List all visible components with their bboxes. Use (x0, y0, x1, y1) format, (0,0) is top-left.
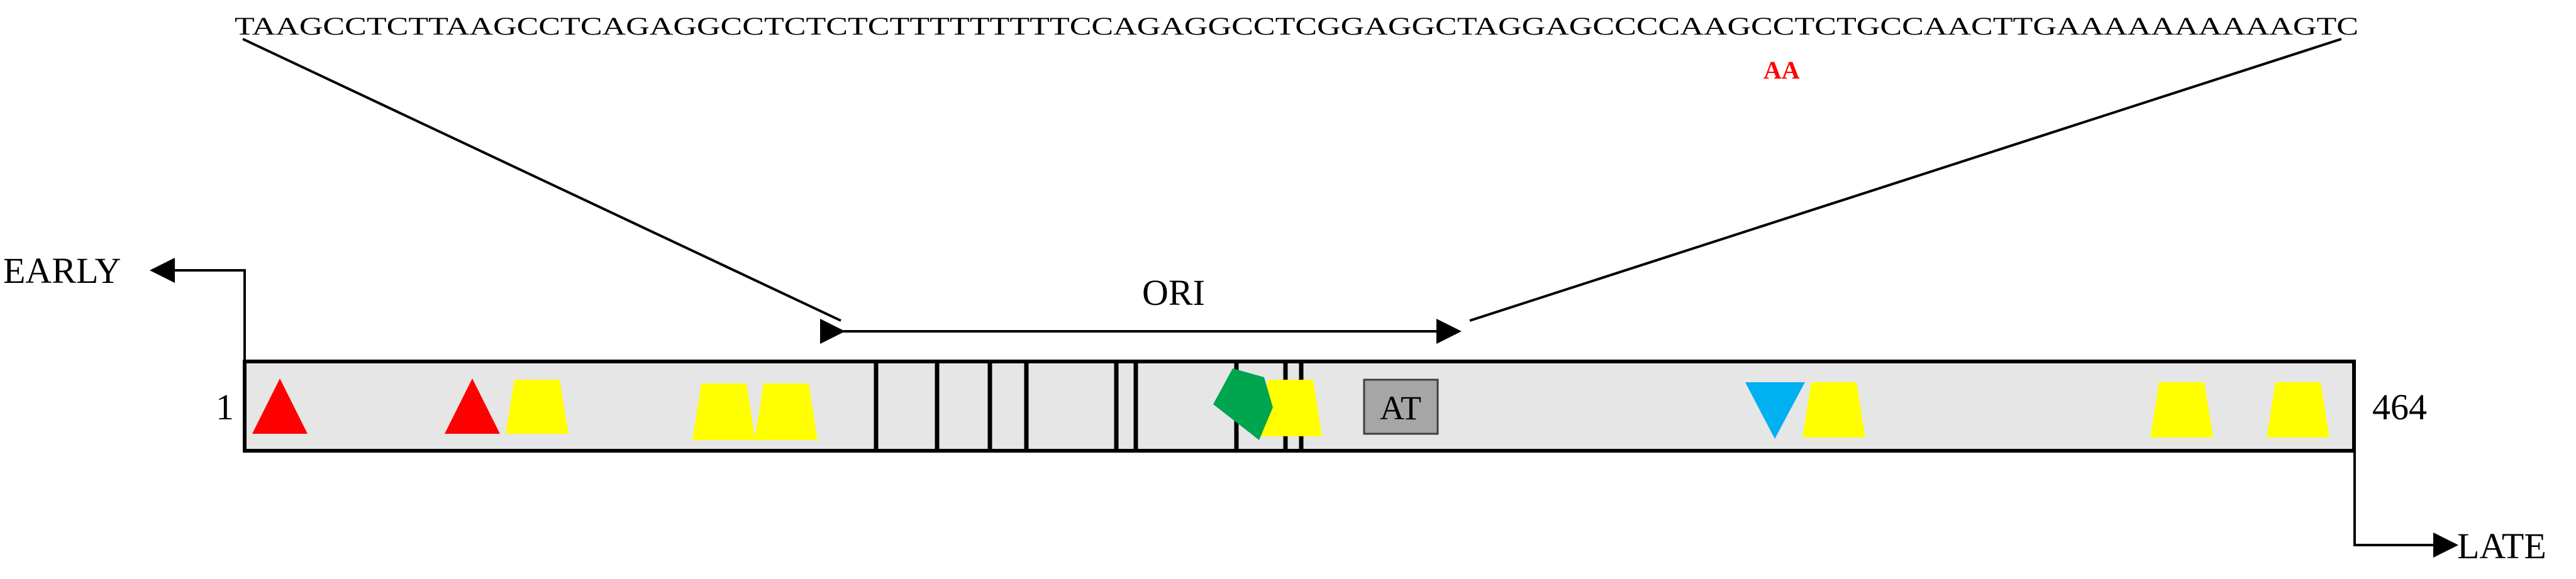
end-position-label: 464 (2372, 387, 2427, 427)
yellow-trapezoid-marker (506, 380, 569, 434)
yellow-trapezoid-marker (2150, 382, 2213, 438)
yellow-trapezoid-marker (1802, 382, 1865, 438)
red-triangle-marker (252, 378, 308, 434)
yellow-trapezoid-marker (2267, 382, 2329, 438)
at-box-label: AT (1380, 389, 1421, 427)
blue-triangle-marker (1745, 382, 1805, 439)
yellow-trapezoid-marker (755, 383, 818, 440)
green-diamond-marker (1213, 368, 1273, 440)
late-arrow (2353, 451, 2458, 558)
yellow-trapezoid-marker (1259, 380, 1322, 436)
yellow-trapezoid-marker (692, 383, 755, 440)
projection-line-right (1469, 38, 2342, 322)
sequence-text: TAAGCCTCTTAAGCCTCAGAGGCCTCTCTCTTTTTTTTTC… (235, 12, 2358, 40)
late-label: LATE (2457, 526, 2546, 566)
red-triangle-marker (445, 378, 500, 434)
start-position-label: 1 (216, 387, 234, 427)
early-arrow (150, 258, 246, 361)
at-box (1363, 378, 1439, 435)
ori-label: ORI (1142, 272, 1205, 313)
projection-line-left (242, 38, 841, 322)
early-label: EARLY (3, 250, 121, 291)
mutation-text: AA (1763, 56, 1800, 84)
